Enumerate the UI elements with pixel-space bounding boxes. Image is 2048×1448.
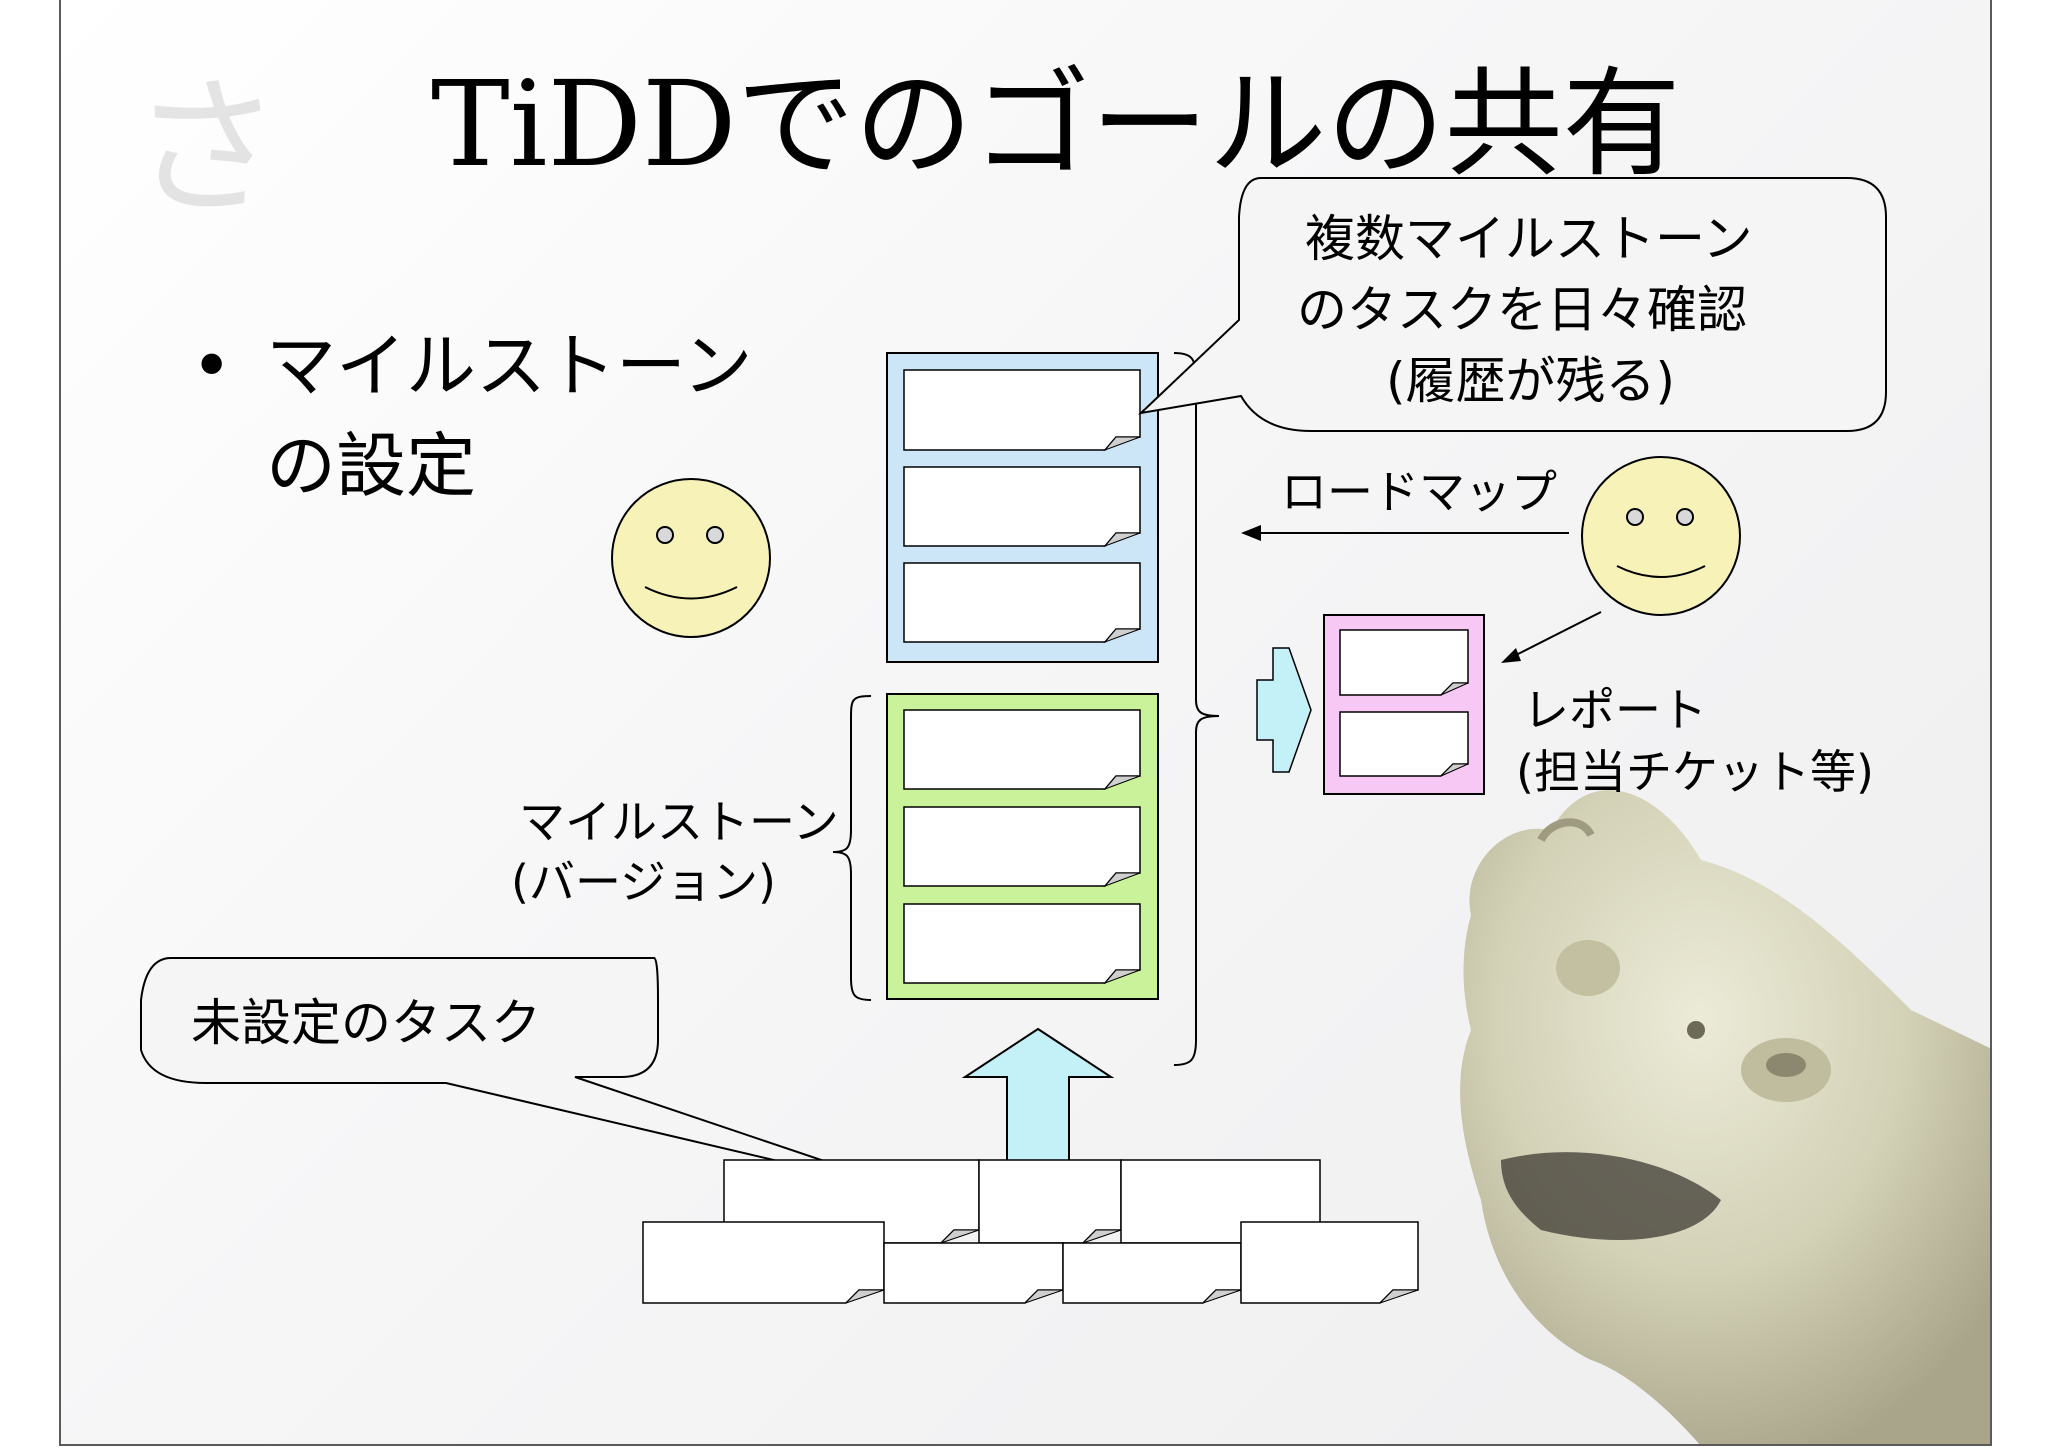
corner-decoration: さ bbox=[131, 62, 281, 236]
bullet-line-1: マイルストーン bbox=[266, 325, 753, 407]
report-label-2: (担当チケット等) bbox=[1516, 745, 1874, 799]
scope-brace bbox=[1173, 352, 1220, 1066]
callout-top-line-1: 複数マイルストーン bbox=[1305, 210, 1753, 268]
milestone-label-1: マイルストーン bbox=[519, 795, 839, 849]
callout-daily-check bbox=[1137, 177, 1887, 432]
roadmap-tickets bbox=[903, 369, 1141, 644]
slide-title: TiDDでのゴールの共有 bbox=[431, 55, 1681, 193]
diagram-canvas: さ TiDDでのゴールの共有 • マイルストーン の設定 マイルス bbox=[131, 55, 1990, 1444]
milestone-brace bbox=[832, 695, 872, 1001]
assign-up-arrow bbox=[961, 1027, 1115, 1196]
milestone-label-2: (バージョン) bbox=[511, 855, 776, 909]
hippo-figurine-image bbox=[1460, 790, 1990, 1444]
callout-top-line-3: (履歴が残る) bbox=[1386, 352, 1675, 410]
slide: さ TiDDでのゴールの共有 • マイルストーン の設定 マイルス bbox=[59, 0, 1992, 1446]
report-tickets bbox=[1339, 629, 1469, 777]
developer-face-icon bbox=[611, 478, 771, 638]
report-label-1: レポート bbox=[1523, 683, 1707, 737]
callout-bottom-text: 未設定のタスク bbox=[191, 994, 541, 1052]
report-output-arrow bbox=[1256, 647, 1312, 773]
bullet-marker: • bbox=[191, 325, 232, 407]
manager-face-icon bbox=[1581, 456, 1741, 616]
backlog-tickets bbox=[642, 1159, 1419, 1304]
roadmap-label: ロードマップ bbox=[1281, 465, 1557, 519]
report-arrow bbox=[1515, 611, 1602, 656]
callout-top-line-2: のタスクを日々確認 bbox=[1297, 281, 1747, 339]
bullet-line-2: の設定 bbox=[266, 425, 476, 507]
milestone-tickets bbox=[903, 709, 1141, 985]
